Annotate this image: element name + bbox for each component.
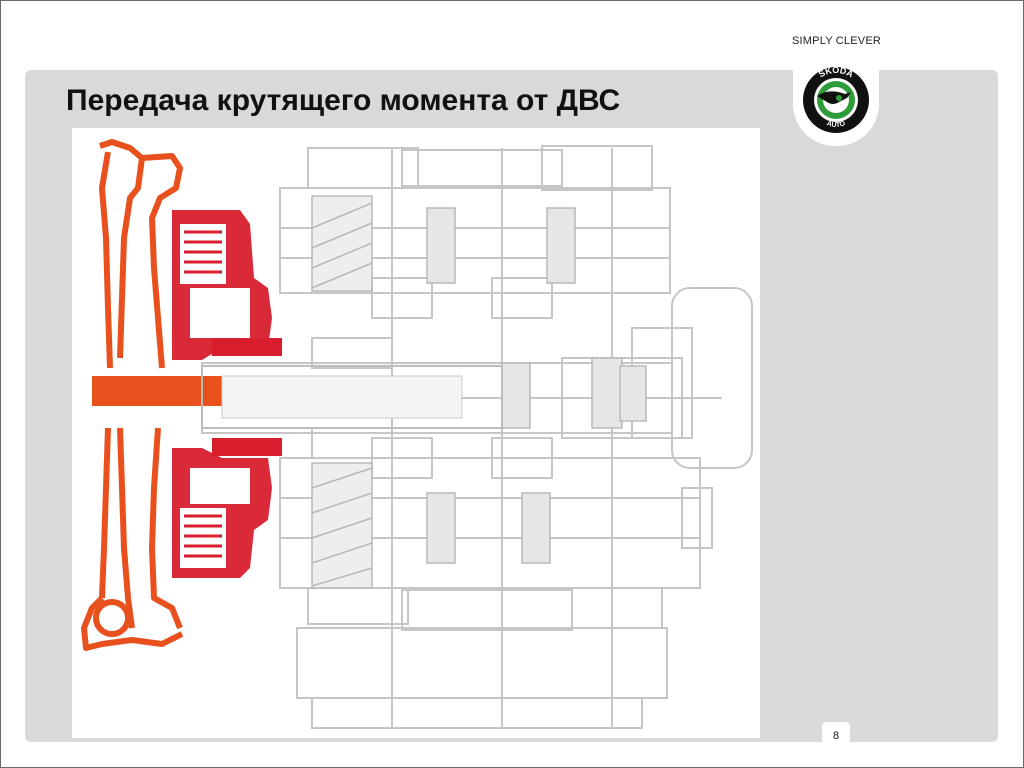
transmission-cross-section-icon (81, 139, 753, 729)
page-title: Передача крутящего момента от ДВС (66, 84, 621, 117)
skoda-logo-icon: ŠKODA AUTO (803, 65, 869, 133)
logo-text-top: ŠKODA (816, 65, 855, 80)
transmission-diagram (72, 128, 760, 738)
svg-text:ŠKODA: ŠKODA (816, 65, 855, 80)
tagline: SIMPLY CLEVER (792, 35, 882, 47)
logo-text-bottom: AUTO (826, 120, 847, 129)
page-number: 8 (822, 722, 850, 750)
svg-text:AUTO: AUTO (826, 120, 847, 129)
logo-container: ŠKODA AUTO (793, 62, 879, 146)
